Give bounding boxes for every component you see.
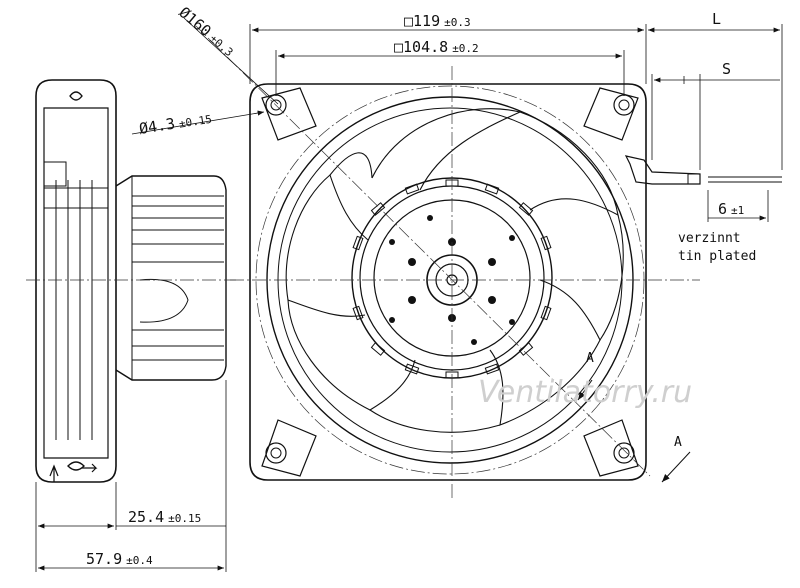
diagonal-line: [195, 25, 651, 477]
section-label-a2: A: [674, 435, 682, 450]
section-label-a1: A: [586, 351, 594, 366]
watermark-text: Ventilatorry.ru: [478, 375, 692, 410]
dim-119-label: □119±0.3: [404, 12, 471, 30]
dim-4-3-label: Ø4.3±0.15: [138, 109, 213, 138]
airflow-arrow-icon: [49, 464, 59, 482]
dim-57-9-label: 57.9±0.4: [86, 550, 153, 568]
note-tin-plated: tin plated: [678, 249, 756, 264]
lead-wire: [624, 155, 782, 185]
side-view: [26, 79, 236, 483]
dimension-texts: □119±0.3 □104.8±0.2 L S 6±1 Ø160±0.3 Ø4.…: [86, 3, 756, 568]
section-arrow-a1: A: [577, 351, 594, 401]
corner-boss-tr: [583, 87, 639, 141]
dim-S-label: S: [722, 60, 731, 78]
dim-25-4-label: 25.4±0.15: [128, 508, 201, 526]
dimension-lines: [35, 17, 783, 572]
rotation-arrow-icon: [82, 463, 98, 473]
motor-housing: [115, 175, 227, 381]
section-arrow-a2: A: [661, 435, 691, 483]
fan-blades: [285, 108, 624, 433]
corner-boss-tl: [261, 87, 317, 141]
leader-160: [183, 17, 279, 105]
corner-boss-bl: [261, 419, 317, 477]
front-view: A A Ventilatorry.ru: [195, 25, 782, 500]
dim-160-label: Ø160±0.3: [175, 3, 238, 60]
hub-holes: [389, 215, 515, 345]
dim-L-label: L: [712, 10, 721, 28]
side-frame-outline: [35, 79, 117, 483]
frame-outline: [249, 83, 647, 481]
dim-6-label: 6±1: [718, 200, 744, 218]
corner-boss-br: [583, 419, 639, 477]
leader-4-3: [131, 110, 265, 135]
note-verzinnt: verzinnt: [678, 231, 741, 246]
dim-104-label: □104.8±0.2: [394, 38, 479, 56]
